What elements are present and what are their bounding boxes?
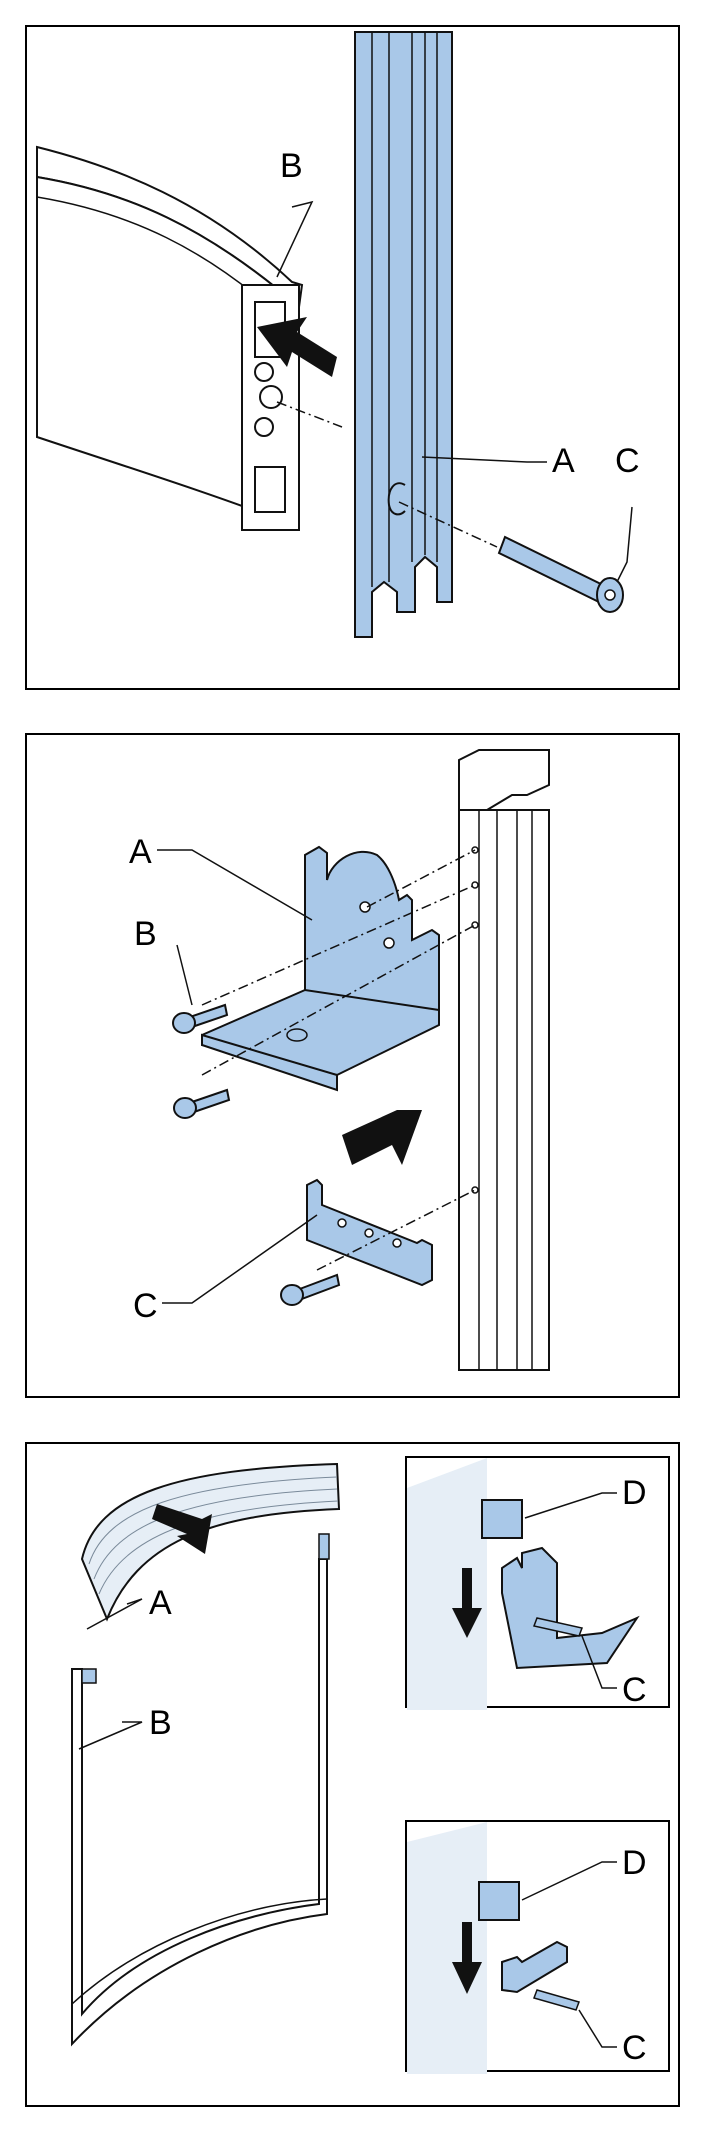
label-d: D <box>622 1474 647 1512</box>
label-d: D <box>622 1844 647 1882</box>
leader-c <box>616 506 633 583</box>
leader-c <box>578 2009 617 2048</box>
label-a: A <box>129 833 152 871</box>
curved-main-frame <box>71 1558 328 2047</box>
screw-b2-head <box>173 1097 197 1119</box>
detail-top-panel: D C <box>405 1456 670 1710</box>
label-c: C <box>622 1671 647 1709</box>
leader-c <box>162 1214 318 1304</box>
profile-top-cap <box>458 749 550 811</box>
align-line-c <box>316 1189 476 1271</box>
figure-3-illustration: A B <box>71 1462 341 2047</box>
leader-d <box>524 1492 617 1519</box>
detail-bottom-illustration: D C <box>407 1822 647 2074</box>
detail-top-clamp <box>481 1499 523 1539</box>
profile-a-body <box>354 31 453 638</box>
detail-top-screw <box>532 1617 584 1637</box>
figure-2-illustration: A B C <box>129 749 550 1371</box>
figure-1-panel: B A C <box>25 25 680 690</box>
detail-bottom-clamp <box>478 1881 520 1921</box>
arrow-down-icon <box>452 1922 482 1994</box>
bracket-a-base-front <box>201 1033 338 1092</box>
curved-panel-top <box>80 1462 341 1622</box>
screw-c-socket <box>604 589 616 601</box>
bracket-a-upright <box>304 845 440 1032</box>
curved-main-bottom <box>71 1898 328 2005</box>
detail-bottom-panel: D C <box>405 1820 670 2074</box>
leader-b <box>276 200 314 278</box>
detail-bottom-screw <box>533 1989 580 2011</box>
arrow-down-icon <box>452 1568 482 1638</box>
leader-a <box>421 456 547 463</box>
profile-body <box>458 809 550 1371</box>
profile-hole-2 <box>471 881 479 889</box>
figure-2-panel: A B C <box>25 733 680 1398</box>
label-b: B <box>149 1704 172 1742</box>
label-c: C <box>615 442 640 480</box>
connector-top-right <box>318 1533 330 1560</box>
push-arrow-icon <box>257 317 337 377</box>
curved-panel-stripe-1 <box>88 1476 338 1565</box>
panel-b-hole-2 <box>259 385 283 409</box>
label-b: B <box>134 915 157 953</box>
label-b: B <box>280 147 303 185</box>
align-line-a3 <box>201 924 476 1076</box>
detail-bottom-plate <box>501 1940 568 1994</box>
detail-top-bracket <box>501 1546 640 1670</box>
leader-b <box>176 944 193 1006</box>
align-line-a1 <box>366 849 476 908</box>
bracket-a-hole-2 <box>383 937 395 949</box>
align-line-a2 <box>201 884 476 1006</box>
leader-a <box>157 849 313 921</box>
connector-left <box>81 1668 97 1684</box>
screw-c-shaft <box>497 535 609 605</box>
profile-a-clip <box>387 482 406 516</box>
alignment-line-2 <box>398 501 498 548</box>
panel-b-hole-1 <box>254 362 274 382</box>
detail-bottom-ribbed-wall <box>407 1822 487 2074</box>
arrow-down-icon <box>152 1504 212 1554</box>
label-a: A <box>552 442 575 480</box>
plate-c-hole-2 <box>364 1228 374 1238</box>
leader-b <box>78 1721 143 1750</box>
detail-top-ribbed-wall <box>407 1458 487 1710</box>
label-c: C <box>622 2029 647 2067</box>
panel-b-end-slot-bottom <box>254 466 286 513</box>
curved-panel-stripe-3 <box>98 1500 339 1595</box>
leader-d <box>521 1861 617 1901</box>
figure-3-panel: A B D C D C <box>25 1442 680 2107</box>
label-a: A <box>149 1584 172 1622</box>
leader-a <box>86 1598 143 1630</box>
bracket-a-base-hole <box>286 1028 308 1042</box>
detail-top-illustration: D C <box>407 1458 647 1710</box>
push-arrow-icon <box>342 1110 422 1165</box>
figure-1-illustration: B A C <box>36 31 640 638</box>
screw-b1-head <box>172 1012 196 1034</box>
alignment-line-1 <box>276 401 343 428</box>
plate-c-hole-3 <box>392 1238 402 1248</box>
bracket-a-hole-1 <box>359 901 371 913</box>
screw-c-head <box>280 1284 304 1306</box>
panel-b-hole-3 <box>254 417 274 437</box>
leader-c <box>581 1635 617 1689</box>
label-c: C <box>133 1287 158 1325</box>
plate-c-hole-1 <box>337 1218 347 1228</box>
